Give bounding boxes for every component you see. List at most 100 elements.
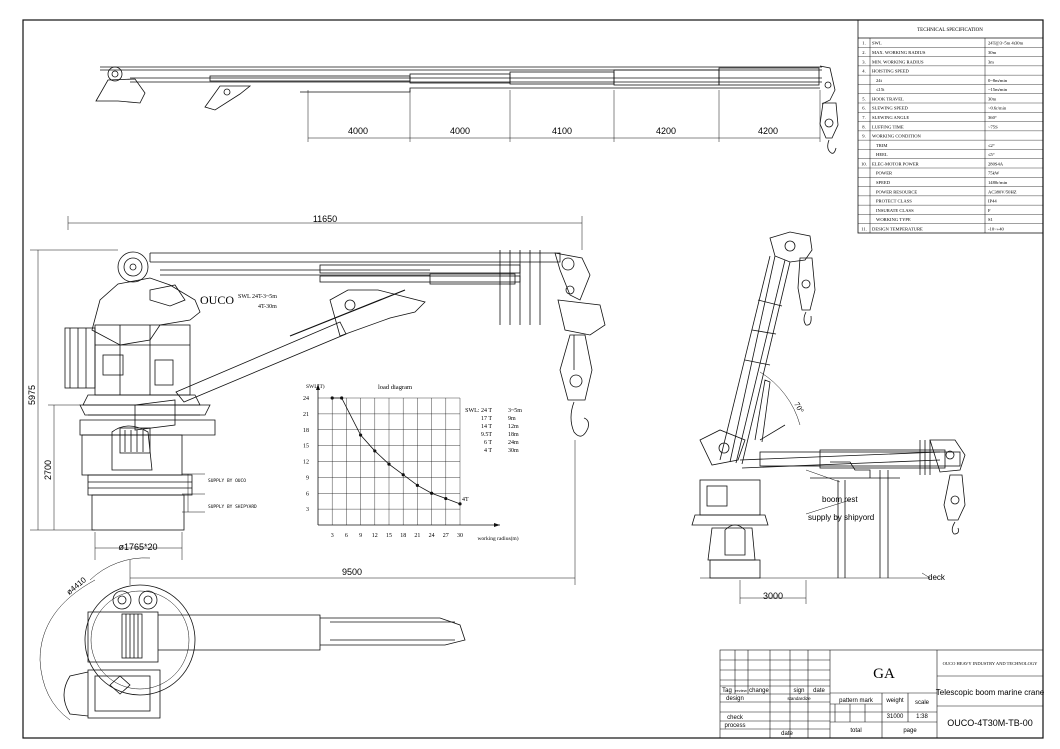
x-tick-label: 24 [429, 533, 435, 539]
spec-row-label: HEEL [876, 152, 888, 157]
spec-row-label: POWER [876, 171, 893, 176]
legend-radius: 30m [508, 448, 519, 454]
dim-base-diameter: ø1765*20 [118, 542, 157, 552]
spec-row-value: ≤5° [988, 152, 995, 157]
spec-row-label: SLEWING ANGLE [872, 115, 909, 120]
header-sign: sign [793, 688, 804, 694]
label-check: check [727, 715, 744, 721]
label-date: date [781, 731, 793, 737]
label-scale: scale [915, 700, 930, 706]
dim-reach: 9500 [342, 567, 362, 577]
spec-row-no: 5. [862, 96, 865, 101]
spec-row-no: 1. [862, 41, 865, 46]
y-tick-label: 6 [306, 491, 309, 497]
company-name: OUCO HEAVY INDUSTRY AND TECHNOLOGY [943, 661, 1039, 666]
spec-row-value: 30m [988, 96, 997, 101]
supply-shipyard-label: SUPPLY BY SHIPYARD [208, 504, 257, 510]
spec-row-label: HOISTING SPEED [872, 69, 910, 74]
load-point [387, 462, 391, 466]
chart-xlabel: working radius(m) [477, 535, 518, 542]
spec-row-value: ~75S [988, 124, 998, 129]
header-review: review [735, 688, 747, 693]
spec-row-value: 75kW [988, 171, 1000, 176]
dim-segment-2: 4000 [450, 126, 470, 136]
load-point [430, 491, 434, 495]
scale-value: 1:38 [916, 714, 928, 720]
spec-row-value: 30m [988, 50, 997, 55]
spec-row-label: 24t [876, 78, 883, 83]
legend-swl: 17 T [481, 416, 492, 422]
y-tick-label: 9 [306, 475, 309, 481]
dim-segment-1: 4000 [348, 126, 368, 136]
x-tick-label: 21 [414, 533, 420, 539]
spec-row-value: 1480r/min [988, 180, 1008, 185]
drawing-type: GA [873, 666, 895, 682]
load-curve [332, 397, 461, 505]
label-weight: weight [885, 698, 904, 704]
spec-row-no: 6. [862, 106, 865, 111]
spec-row-label: WORKING TYPE [876, 217, 911, 222]
load-point [340, 396, 344, 400]
spec-row-label: INSURATE CLASS [876, 208, 914, 213]
y-tick-label: 12 [303, 460, 309, 466]
x-tick-label: 9 [359, 533, 362, 539]
label-design: design [726, 696, 744, 702]
spec-row-no: 3. [862, 59, 865, 64]
legend-radius: 12m [508, 424, 519, 430]
plan-view [39, 557, 466, 721]
load-point [415, 483, 419, 487]
y-tick-label: 3 [306, 507, 309, 513]
spec-row-label: ELEC-MOTOR POWER [872, 161, 920, 166]
top-dimension-labels: 4000 4000 4100 4200 4200 [348, 126, 778, 136]
dim-lower-height: 2700 [43, 460, 53, 480]
drawing-description: Telescopic boom marine crane [936, 688, 1045, 697]
legend-radius: 9m [508, 416, 516, 422]
spec-row-label: PROTECT CLASS [876, 199, 912, 204]
legend-swl: 9.5T [481, 432, 493, 438]
x-tick-label: 15 [386, 533, 392, 539]
swl-label-2: 4T-30m [258, 304, 277, 310]
spec-row-no: 8. [862, 124, 865, 129]
spec-row-value: IP44 [988, 199, 997, 204]
spec-row-label: WORKING CONDITION [872, 134, 922, 139]
legend-radius: 24m [508, 440, 519, 446]
end-point-label: 4T [462, 497, 469, 503]
spec-row-label: MAX. WORKING RADIUS [872, 50, 926, 55]
top-boom-view [95, 65, 839, 154]
dim-total-length: 11650 [313, 214, 337, 224]
spec-row-value: 280S4A [988, 161, 1004, 166]
x-tick-label: 6 [345, 533, 348, 539]
load-point [373, 449, 377, 453]
load-point [444, 496, 448, 501]
boom-rest-label: boom rest [822, 495, 858, 504]
chart-ylabel: SWL(T) [306, 383, 325, 390]
drawing-number: OUCO-4T30M-TB-00 [947, 718, 1033, 728]
spec-row-value: 3m [988, 59, 994, 64]
spec-row-label: SLEWING SPEED [872, 106, 909, 111]
load-point [330, 396, 334, 400]
deck-label: deck [928, 573, 946, 582]
spec-row-value: -10~+40 [988, 226, 1004, 231]
main-view-labels: 11650 5975 2700 ø1765*20 9500 OUCO SWL 2… [27, 214, 362, 577]
header-tag: Tag [722, 688, 732, 694]
weight-value: 31000 [887, 714, 904, 720]
spec-row-value: ≤2° [988, 143, 995, 148]
legend-swl: 6 T [484, 440, 492, 446]
spec-row-no: 7. [862, 115, 865, 120]
spec-row-label: SPEED [876, 180, 891, 185]
spec-row-value: F [988, 208, 991, 213]
spec-row-label: DESIGN TEMPERATURE [872, 226, 923, 231]
title-block-text: OUCO HEAVY INDUSTRY AND TECHNOLOGY GA Te… [722, 661, 1045, 737]
spec-row-label: SWL [872, 41, 882, 46]
dim-side-offset: 3000 [763, 591, 783, 601]
load-point [401, 473, 405, 477]
x-tick-label: 3 [331, 533, 334, 539]
load-point [359, 433, 363, 437]
spec-row-value: AC380V/50HZ [988, 189, 1017, 194]
spec-row-no: 10. [861, 161, 867, 166]
spec-row-no: 2. [862, 50, 865, 55]
spec-row-value: ~15m/min [988, 87, 1008, 92]
spec-row-value: 360° [988, 115, 997, 120]
supply-ouco-label: SUPPLY BY OUCO [208, 478, 246, 484]
